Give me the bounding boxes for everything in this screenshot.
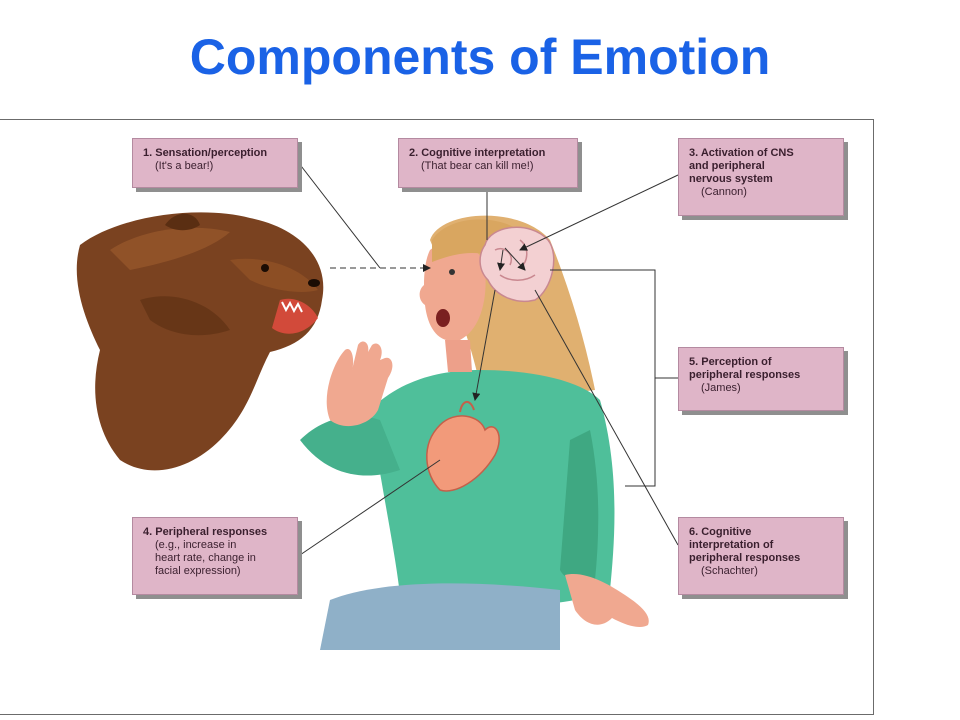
box-3-sub: (Cannon): [701, 186, 747, 198]
label-box-6: 6. Cognitive interpretation of periphera…: [678, 517, 844, 595]
bear-illustration: [76, 212, 324, 471]
box-6-sub: (Schachter): [701, 565, 758, 577]
box-1-heading: 1. Sensation/perception: [143, 147, 268, 159]
label-box-1: 1. Sensation/perception (It's a bear!): [132, 138, 298, 188]
connector-lines: [297, 161, 679, 556]
box-5-sub: (James): [701, 382, 741, 394]
box-4-sub: (e.g., increase in heart rate, change in…: [155, 539, 256, 577]
label-box-5: 5. Perception of peripheral responses (J…: [678, 347, 844, 411]
box-2-heading: 2. Cognitive interpretation: [409, 147, 546, 159]
box-4-heading: 4. Peripheral responses: [143, 526, 268, 538]
box-3-heading: 3. Activation of CNS and peripheral nerv…: [689, 147, 794, 185]
box-6-heading: 6. Cognitive interpretation of periphera…: [689, 526, 801, 564]
label-box-3: 3. Activation of CNS and peripheral nerv…: [678, 138, 844, 216]
heart-icon: [426, 401, 500, 492]
diagram-frame: [0, 119, 874, 715]
page-title: Components of Emotion: [189, 29, 771, 85]
box-1-sub: (It's a bear!): [155, 160, 214, 172]
box-2-sub: (That bear can kill me!): [421, 160, 534, 172]
label-box-4: 4. Peripheral responses (e.g., increase …: [132, 517, 298, 595]
box-5-heading: 5. Perception of peripheral responses: [689, 356, 801, 381]
label-box-2: 2. Cognitive interpretation (That bear c…: [398, 138, 578, 188]
